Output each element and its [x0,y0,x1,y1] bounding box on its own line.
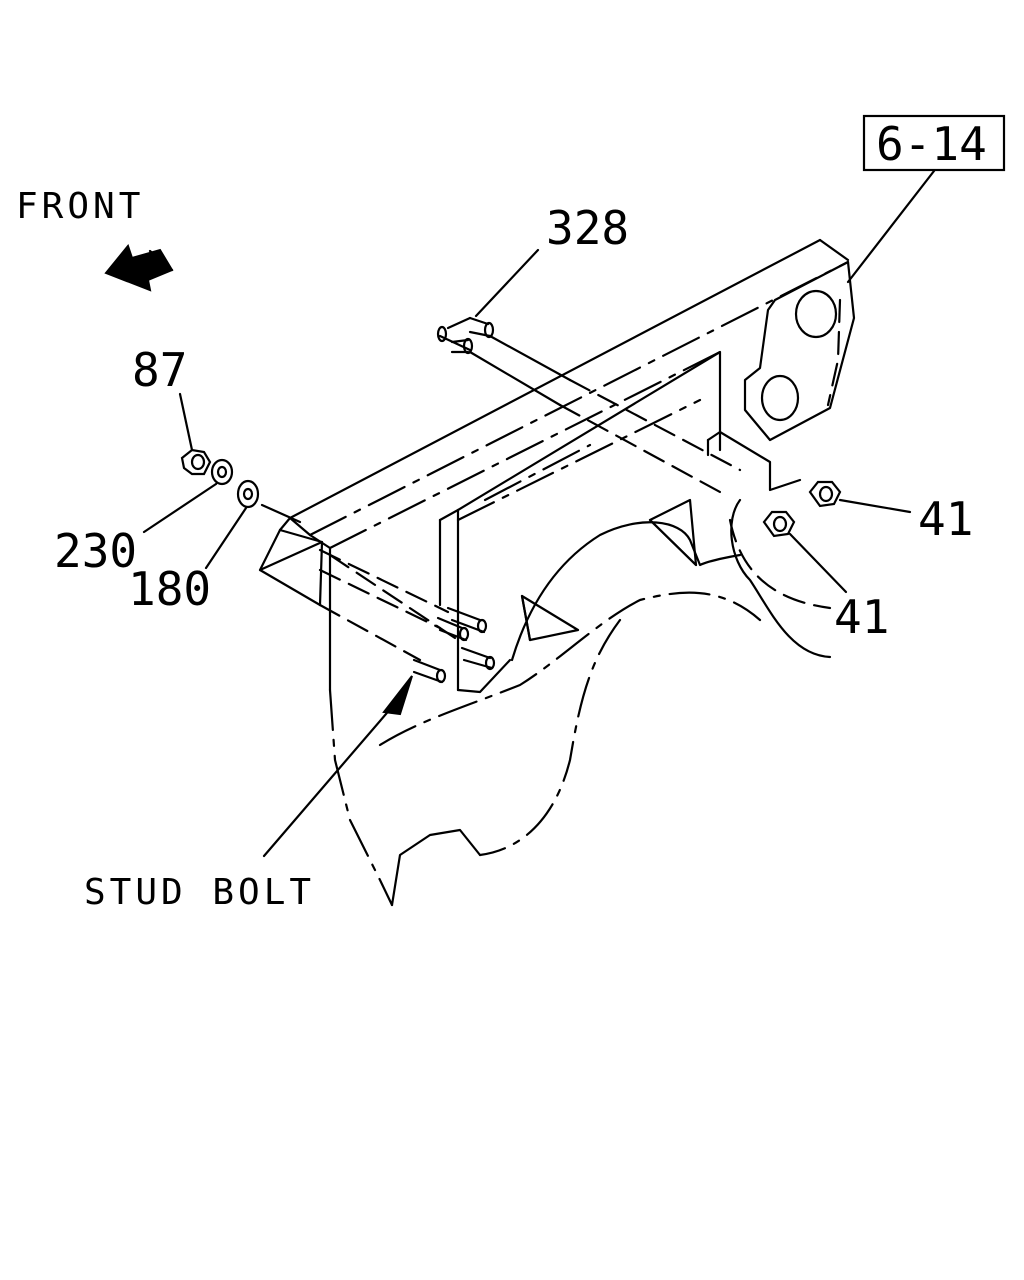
washer-stack-link [260,503,302,524]
front-arrow-icon [104,243,174,292]
part-87-nut-icon[interactable] [180,448,212,476]
leader-line-87 [178,392,194,452]
frame-outline [258,238,856,907]
leader-line-41-lower [788,532,848,594]
leader-line-180 [204,506,248,570]
reference-box[interactable]: 6-14 [862,114,1006,172]
stud-bolt-label[interactable]: STUD BOLT [84,872,315,913]
reference-box-label: 6-14 [876,117,987,171]
part-230-label[interactable]: 230 [54,524,137,578]
stud-cluster [412,606,496,684]
part-180-washer-icon[interactable] [236,479,260,509]
front-label: FRONT [16,186,144,227]
part-328-pins[interactable] [436,316,742,494]
part-41-upper-nut-icon[interactable] [808,480,842,508]
part-328-label[interactable]: 328 [546,201,629,255]
part-41-lower-nut-icon[interactable] [762,510,796,538]
leader-line-41-upper [838,498,912,514]
part-87-label[interactable]: 87 [132,343,187,397]
part-230-washer-icon[interactable] [210,458,234,486]
leader-line-328 [474,248,540,318]
leader-line-230 [142,482,218,534]
part-180-label[interactable]: 180 [128,562,211,616]
stud-bolt-arrow-icon [262,675,413,858]
leader-line-ref [846,169,936,284]
part-41-upper-label[interactable]: 41 [918,492,973,546]
part-41-lower-label[interactable]: 41 [834,590,889,644]
